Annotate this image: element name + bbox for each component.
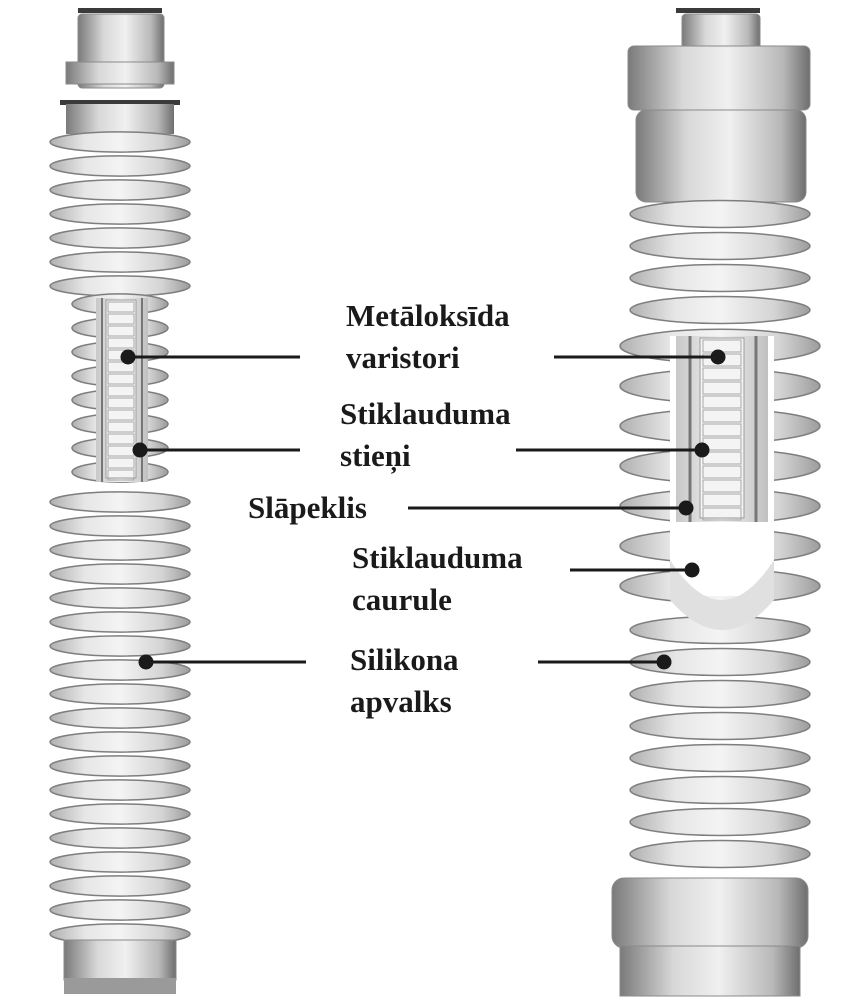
varistor-disc [702, 367, 742, 381]
varistor-disc [702, 381, 742, 395]
left-terminal-base [65, 61, 175, 85]
varistor-disc [702, 479, 742, 493]
shed [49, 827, 191, 849]
varistor-disc [107, 325, 135, 337]
leader-varistors-left-dot [120, 349, 136, 365]
left-top-flange [66, 104, 174, 134]
shed [49, 275, 191, 297]
shed [49, 731, 191, 753]
left-top-bar [78, 8, 162, 13]
varistor-disc [107, 301, 135, 313]
shed [629, 295, 811, 325]
left-flange-line [60, 100, 180, 105]
shed [629, 263, 811, 293]
shed [629, 743, 811, 773]
varistor-disc [107, 457, 135, 469]
label-damper: Slāpeklis [248, 490, 367, 525]
shed [629, 711, 811, 741]
leader-damper-dot [678, 500, 694, 516]
label-tube-line1: Stiklauduma [352, 540, 523, 575]
shed [49, 251, 191, 273]
varistor-disc [107, 421, 135, 433]
shed [49, 899, 191, 921]
shed [49, 155, 191, 177]
right-top-bar [676, 8, 760, 13]
shed [629, 199, 811, 229]
leader-rods-right-dot [694, 442, 710, 458]
varistor-disc [702, 423, 742, 437]
left-arrester [49, 8, 191, 994]
shed [49, 611, 191, 633]
varistor-disc [702, 507, 742, 521]
right-terminal-housing [627, 45, 811, 111]
shed [49, 779, 191, 801]
leader-lines [120, 349, 726, 670]
left-varistor-discs [107, 301, 135, 481]
leader-varistors-right-dot [710, 349, 726, 365]
label-varistors-line2: varistori [346, 340, 460, 375]
varistor-disc [107, 433, 135, 445]
left-varistor-stack [105, 299, 137, 479]
shed [49, 179, 191, 201]
left-bottom-base [64, 978, 176, 994]
shed [49, 635, 191, 657]
right-bottom-base [619, 945, 801, 997]
left-sheds [49, 131, 191, 945]
varistor-disc [702, 409, 742, 423]
label-tube-line2: caurule [352, 582, 452, 617]
shed [49, 563, 191, 585]
shed [629, 231, 811, 261]
leader-housing-left-dot [138, 654, 154, 670]
shed [629, 839, 811, 869]
shed [49, 683, 191, 705]
varistor-disc [107, 385, 135, 397]
right-varistor-stack [699, 337, 745, 519]
varistor-disc [107, 313, 135, 325]
varistor-disc [107, 469, 135, 481]
varistor-disc [107, 373, 135, 385]
leader-housing-right-dot [656, 654, 672, 670]
label-rods-line1: Stiklauduma [340, 396, 511, 431]
shed [49, 227, 191, 249]
shed [49, 587, 191, 609]
right-tube-bottom [670, 560, 774, 630]
varistor-disc [702, 493, 742, 507]
varistor-disc [107, 337, 135, 349]
right-arrester [611, 8, 821, 997]
left-bottom-flange [63, 939, 177, 981]
shed [49, 491, 191, 513]
shed [49, 203, 191, 225]
label-varistors-line1: Metāloksīda [346, 298, 510, 333]
label-rods-line2: stieņi [340, 438, 411, 473]
shed [629, 775, 811, 805]
varistor-disc [107, 361, 135, 373]
shed [49, 131, 191, 153]
leader-tube-dot [684, 562, 700, 578]
shed [629, 807, 811, 837]
varistor-disc [702, 395, 742, 409]
shed [49, 851, 191, 873]
varistor-disc [107, 397, 135, 409]
right-bottom-flange [611, 877, 809, 949]
shed [49, 659, 191, 681]
shed [49, 803, 191, 825]
shed [49, 539, 191, 561]
varistor-disc [107, 409, 135, 421]
shed [49, 515, 191, 537]
shed [49, 755, 191, 777]
label-housing-line1: Silikona [350, 642, 459, 677]
shed [49, 875, 191, 897]
shed [49, 707, 191, 729]
leader-rods-left-dot [132, 442, 148, 458]
shed [629, 679, 811, 709]
right-top-flange [635, 109, 807, 203]
label-housing-line2: apvalks [350, 684, 452, 719]
varistor-disc [702, 465, 742, 479]
varistor-disc [702, 451, 742, 465]
